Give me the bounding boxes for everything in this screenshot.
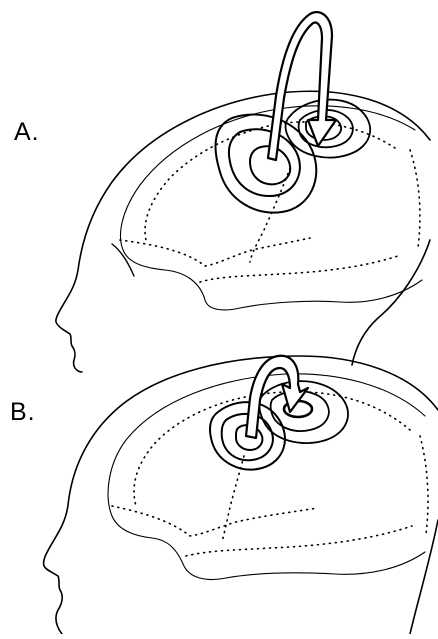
panel-a-head-outline [56, 91, 430, 372]
panel-a-drawing [56, 12, 430, 372]
panel-b-lateral-fissure [112, 506, 318, 536]
panel-b-drawing [44, 356, 438, 634]
panel-b-back-of-head [410, 520, 438, 634]
panel-b-label: B. [10, 398, 36, 427]
panel-b-sulcus-upper [134, 392, 410, 506]
panel-a-lateral-fissure [120, 238, 310, 266]
panel-b-brain-outline [108, 374, 425, 580]
panel-a-occipital-sulcus [410, 150, 420, 248]
panel-a-temporal-sulcus [200, 256, 398, 282]
panel-b-head-outline [44, 356, 438, 634]
panel-b-temporal-sulcus [186, 526, 412, 556]
panel-b-occipital-sulcus [420, 436, 428, 534]
panel-a-label: A. [14, 118, 40, 147]
panel-a-central-sulcus [250, 168, 290, 262]
